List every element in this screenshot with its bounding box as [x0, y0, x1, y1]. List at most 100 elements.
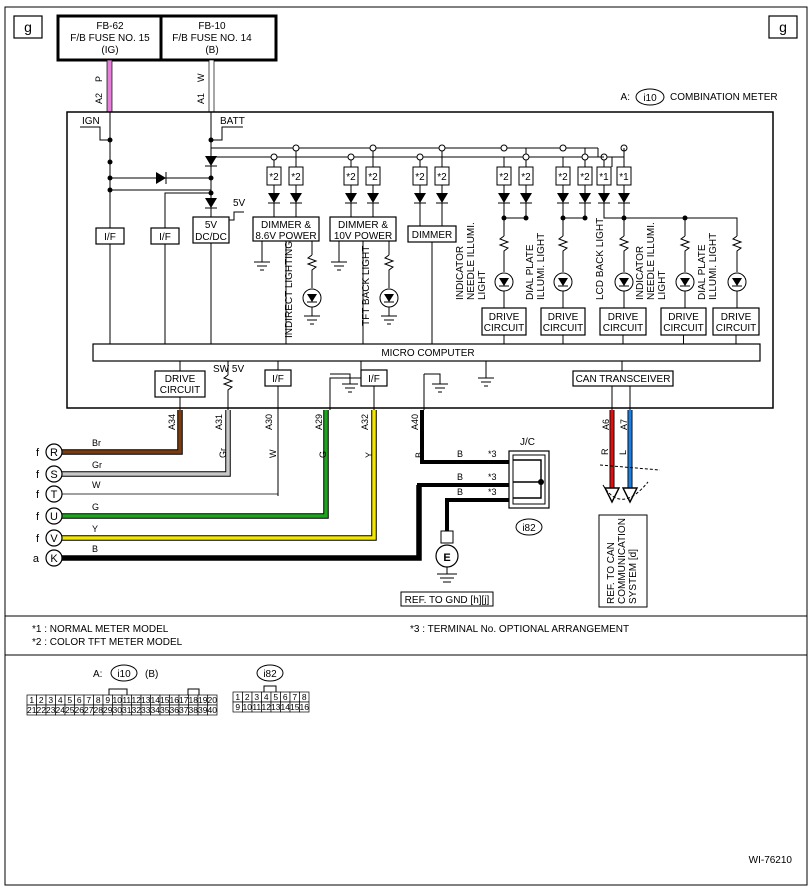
pin-color-code: Y [364, 452, 374, 458]
fuse-fb62-id: FB-62 [96, 21, 124, 32]
connector-terminal-icon [45, 443, 63, 461]
dial-label-1b: ILLUMI. LIGHT [536, 233, 547, 300]
black-ground-wire-upper [417, 483, 509, 558]
star-box-text: *2 [499, 172, 509, 183]
terminal-prefix: f [36, 511, 40, 523]
wire-color-code: Br [92, 438, 101, 448]
terminal-letter: V [50, 533, 58, 545]
connector-pin-19: 19 [198, 695, 208, 705]
connector-pin-6: 6 [77, 695, 82, 705]
star-box-1: *2 [288, 166, 304, 205]
connector-latch [108, 688, 128, 695]
fuse-wire-batt-code: W [196, 73, 206, 82]
connector-terminal-icon [45, 465, 63, 483]
star-box-2: *2 [343, 166, 359, 205]
connector-pin-18: 18 [189, 695, 199, 705]
page-frame [4, 6, 808, 886]
drive-circuit-label-2: CIRCUIT [484, 323, 525, 334]
resistor-icon [731, 235, 743, 272]
connector-pin-1: 1 [235, 692, 240, 702]
can-wire-code: L [618, 450, 628, 455]
drive-circuit-label-1: DRIVE [608, 312, 639, 323]
connector-pin-14: 14 [151, 695, 161, 705]
dial-label-2a: DIAL PLATE [697, 244, 708, 300]
harness-line-outline [62, 410, 231, 477]
diode-icon [598, 193, 610, 203]
star-box-4: *2 [412, 166, 428, 205]
harness-line [62, 410, 182, 454]
led-diode-icon [680, 278, 690, 286]
connector-pin-13: 13 [141, 695, 151, 705]
pin-label-A32: A32 [360, 414, 370, 430]
fuse-fb62-name: F/B FUSE NO. 15 [70, 33, 150, 44]
connector-pin-25: 25 [65, 705, 75, 715]
star-box-text: *2 [521, 172, 531, 183]
dimmer-86-label-2: 8.6V POWER [255, 231, 316, 242]
note-3: *3 : TERMINAL No. OPTIONAL ARRANGEMENT [410, 624, 629, 635]
connector-pin-16: 16 [170, 695, 180, 705]
i10-view-prefix: A: [93, 669, 102, 680]
led-diode-icon [558, 278, 568, 286]
fuse-fb62-type: (IG) [101, 45, 118, 56]
drive-lower-label-2: CIRCUIT [160, 385, 201, 396]
harness-line-outline [62, 410, 183, 455]
connector-pin-17: 17 [179, 695, 189, 705]
connector-pin-15: 15 [160, 695, 170, 705]
jc-wire-star: *3 [488, 487, 497, 497]
connector-pin-22: 22 [37, 705, 47, 715]
led-group-4 [727, 235, 747, 308]
jc-wire-ground [445, 498, 509, 531]
can-wire-code: R [600, 448, 610, 455]
lcd-backlight-label: LCD BACK LIGHT [595, 218, 606, 300]
diode-icon [618, 193, 630, 203]
i10-view-suffix: (B) [145, 669, 158, 680]
connector-pin-11: 11 [252, 702, 261, 712]
harness-wire-K: KaB [33, 485, 422, 567]
connector-pin-3: 3 [48, 695, 53, 705]
page-tag-right: g [768, 15, 798, 39]
fuse-wire-ign-pin: A2 [94, 93, 104, 104]
jc-wire-code: B [457, 487, 463, 497]
can-ref-1: REF. TO CAN [606, 542, 617, 604]
meter-name: COMBINATION METER [670, 92, 778, 103]
pin-label-A29: A29 [314, 414, 324, 430]
needle-label-2b: NEEDLE ILLUMI. [646, 222, 657, 300]
connector-pin-10: 10 [113, 695, 123, 705]
led-group-1 [553, 235, 573, 308]
connector-pin-11: 11 [122, 695, 131, 705]
drive-circuit-box [481, 307, 527, 336]
connector-pin-2: 2 [245, 692, 250, 702]
fuse-fb10-type: (B) [205, 45, 218, 56]
connector-cell [299, 701, 310, 713]
connector-pin-38: 38 [189, 705, 199, 715]
pin-label-A40: A40 [410, 414, 420, 430]
dimmer-label: DIMMER [412, 230, 453, 241]
pin-label-A34: A34 [167, 414, 177, 430]
option-star-boxes: *2*2*2*2*2*2*2*2*2*2*1*1 [266, 166, 632, 205]
dimmer-86-label-1: DIMMER & [261, 220, 311, 231]
terminal-prefix: f [36, 489, 40, 501]
power-drops [270, 144, 628, 167]
diode-icon [345, 193, 357, 203]
connector-pin-1: 1 [29, 695, 34, 705]
harness-wire-V: Vf Y [36, 410, 377, 547]
led-diode-icon [499, 278, 509, 286]
led-group-3 [675, 235, 695, 308]
harness-line [62, 410, 376, 540]
led-group-2 [614, 235, 634, 308]
can-wire-R: R [600, 410, 621, 504]
page-tag-left-text: g [24, 19, 32, 35]
note-2: *2 : COLOR TFT METER MODEL [32, 637, 183, 648]
dial-label-1a: DIAL PLATE [525, 244, 536, 300]
fuse-wire-ign: P A2 [94, 59, 113, 113]
v5-label: 5V [233, 198, 246, 209]
terminal-letter: T [51, 489, 58, 501]
star-box-11: *1 [616, 166, 632, 205]
drive-circuit-label-2: CIRCUIT [716, 323, 757, 334]
page-tag-left: g [13, 15, 43, 39]
